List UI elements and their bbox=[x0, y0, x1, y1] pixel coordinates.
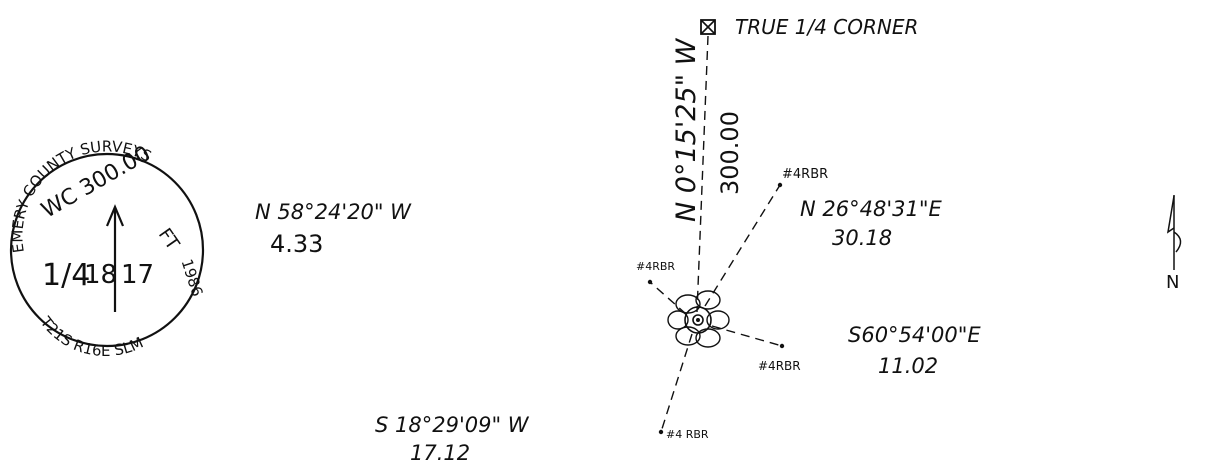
cap-section-left: 18 bbox=[84, 260, 117, 290]
tie-bearing: N 58°24'20" W bbox=[255, 200, 412, 224]
rebar-label: #4 RBR bbox=[666, 428, 709, 441]
tie-line-nw bbox=[649, 281, 687, 315]
cap-outline bbox=[9, 152, 205, 348]
rebar-label: #4RBR bbox=[758, 359, 801, 373]
monument-cap: EMERY COUNTY SURVEYS WC 300.00 FT 1986 1… bbox=[8, 137, 206, 360]
tie-line-se bbox=[711, 325, 783, 347]
true-corner-marker: TRUE 1/4 CORNER bbox=[700, 15, 918, 39]
rebar-point bbox=[779, 343, 785, 349]
rebar-label: #4RBR bbox=[782, 167, 828, 182]
tie-bearing: S 18°29'09" W bbox=[375, 413, 530, 437]
tie-distance: 4.33 bbox=[270, 230, 323, 258]
cap-section-right: 17 bbox=[121, 260, 154, 290]
cap-arc-bottom: T21S R16E SLM bbox=[36, 313, 146, 360]
north-arrow-label: N bbox=[1166, 272, 1179, 293]
tie-line-ne bbox=[704, 184, 781, 307]
rebar-point bbox=[658, 429, 664, 435]
cap-ft: FT bbox=[154, 225, 184, 255]
cap-arrow-head bbox=[105, 204, 125, 227]
tie-line-sw bbox=[660, 333, 693, 433]
north-line-dashed bbox=[696, 35, 709, 313]
cap-quarter: 1/4 bbox=[42, 258, 90, 293]
north-line: N 0°15'25" W 300.00 bbox=[671, 35, 744, 313]
tie-bearing: S60°54'00"E bbox=[848, 323, 981, 347]
center-monument bbox=[667, 290, 730, 348]
rebar-point bbox=[647, 279, 653, 285]
tie-distance: 11.02 bbox=[878, 354, 938, 378]
north-line-distance: 300.00 bbox=[716, 111, 744, 195]
tie-distance: 30.18 bbox=[832, 226, 892, 250]
rebar-point bbox=[777, 182, 783, 188]
north-line-bearing: N 0°15'25" W bbox=[671, 37, 702, 222]
tie-distance: 17.12 bbox=[410, 441, 470, 462]
north-arrow: N bbox=[1166, 195, 1182, 293]
true-corner-label: TRUE 1/4 CORNER bbox=[735, 15, 918, 39]
corner-box-icon bbox=[700, 19, 716, 35]
rebar-label: #4RBR bbox=[636, 260, 675, 273]
tie-bearing: N 26°48'31"E bbox=[800, 197, 942, 221]
